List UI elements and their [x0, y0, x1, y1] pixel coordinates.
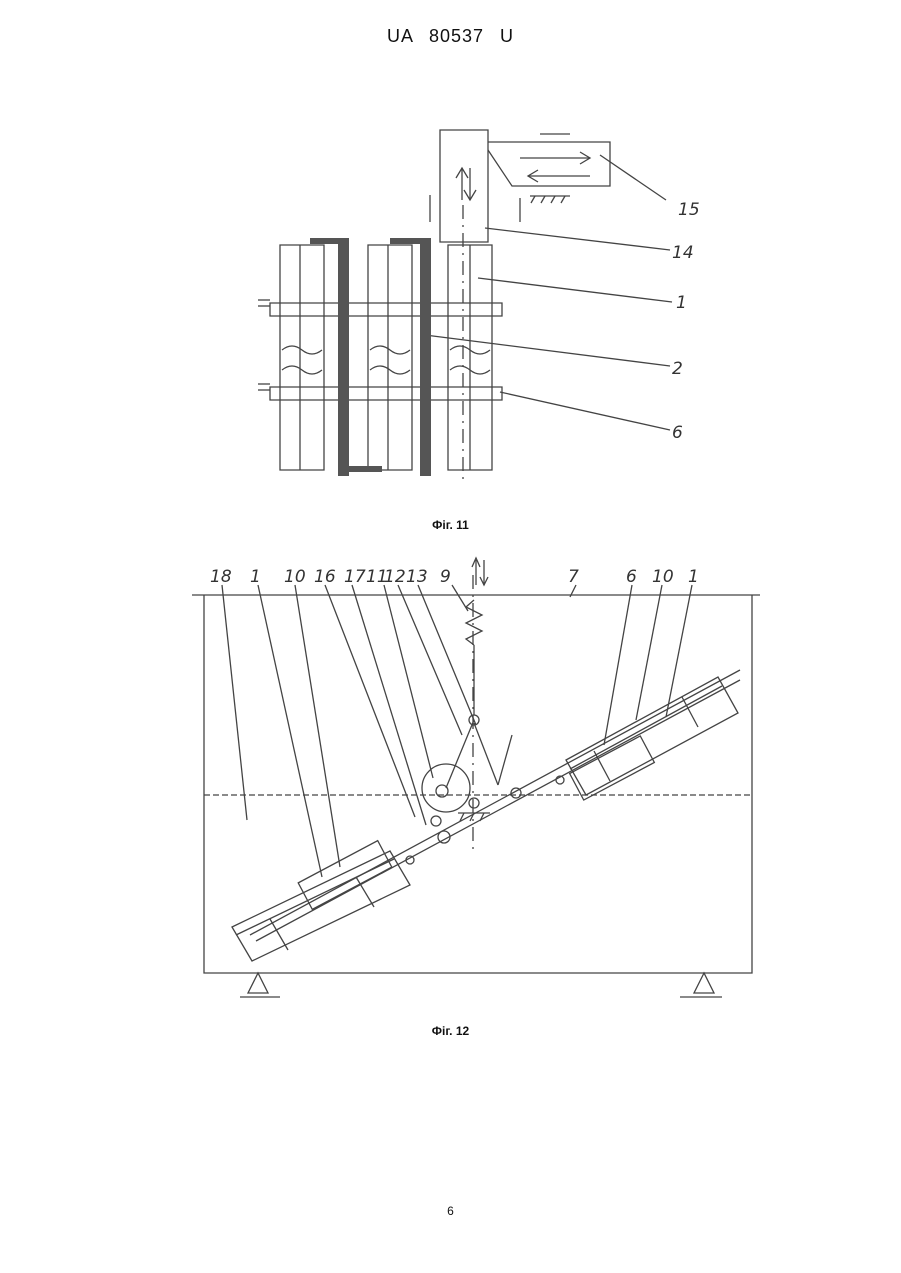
label-1: 1: [676, 293, 687, 313]
label-1-left: 1: [250, 567, 261, 587]
label-9: 9: [440, 567, 451, 587]
figure-11-caption: Фіг. 11: [0, 518, 901, 532]
label-13: 13: [406, 567, 428, 587]
label-12: 12: [384, 567, 406, 587]
label-2: 2: [672, 359, 683, 379]
label-10-right: 10: [652, 567, 674, 587]
label-17: 17: [344, 567, 366, 587]
label-6: 6: [626, 567, 637, 587]
figure-12-caption: Фіг. 12: [0, 1024, 901, 1038]
label-1-right: 1: [688, 567, 699, 587]
figure-12-drawing: 18 1 10 16 17 11 12 13 9 7 6 10 1: [0, 555, 901, 1020]
label-15: 15: [678, 200, 700, 220]
label-14: 14: [672, 243, 694, 263]
label-7: 7: [568, 567, 579, 587]
label-10-left: 10: [284, 567, 306, 587]
label-18: 18: [210, 567, 232, 587]
figure-11-drawing: 15 14 1 2 6: [0, 0, 901, 520]
page-number: 6: [0, 1204, 901, 1218]
label-16: 16: [314, 567, 336, 587]
label-6: 6: [672, 423, 683, 443]
